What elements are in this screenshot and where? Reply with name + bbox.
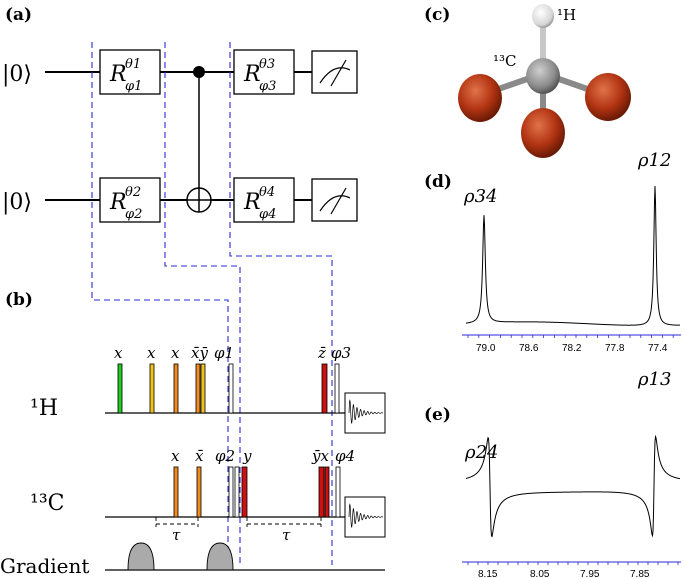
fid-box-c bbox=[344, 496, 386, 538]
svg-text:R: R bbox=[243, 190, 261, 215]
svg-text:φ1: φ1 bbox=[125, 79, 142, 94]
bromine-atom-bottom bbox=[521, 108, 565, 158]
h-pulses bbox=[117, 363, 340, 414]
fid-box-h bbox=[344, 392, 386, 434]
tick-e-3: 7.85 bbox=[630, 569, 650, 578]
tick-labels-e: 8.15 8.05 7.95 7.85 bbox=[478, 569, 650, 578]
h-pulse-labels: x x x x̄ȳ φ1 z̄ φ3 bbox=[114, 344, 351, 362]
c-pulses bbox=[173, 466, 341, 518]
svg-text:φ1: φ1 bbox=[214, 344, 234, 362]
svg-text:φ4: φ4 bbox=[259, 207, 276, 222]
svg-text:φ3: φ3 bbox=[331, 344, 351, 362]
svg-text:x: x bbox=[147, 344, 156, 362]
tick-e-1: 8.05 bbox=[530, 569, 550, 578]
svg-text:φ4: φ4 bbox=[335, 447, 355, 465]
tau-label-2: τ bbox=[282, 526, 291, 544]
measurement-2 bbox=[311, 178, 358, 222]
spectrum-d bbox=[462, 185, 681, 338]
h-pulse-yellow-2 bbox=[200, 363, 206, 414]
tick-d-0: 79.0 bbox=[476, 343, 496, 354]
tick-d-3: 77.8 bbox=[605, 343, 625, 354]
c-pulse-orange bbox=[173, 466, 179, 518]
svg-text:R: R bbox=[109, 62, 127, 87]
svg-text:θ4: θ4 bbox=[259, 185, 275, 200]
ket-2: |0⟩ bbox=[2, 190, 32, 215]
c-atom-label: ¹³C bbox=[493, 52, 517, 70]
peak-label-d-left: ρ34 bbox=[463, 186, 498, 207]
c-pulse-red-2 bbox=[318, 466, 325, 518]
h-channel-label: ¹H bbox=[30, 396, 58, 421]
spectrum-e bbox=[462, 434, 681, 565]
c-pulse-labels: x x̄ φ2 y ȳx φ4 bbox=[171, 447, 355, 465]
panel-label-c: (c) bbox=[424, 5, 450, 25]
panel-label-d: (d) bbox=[424, 172, 452, 192]
tick-d-4: 77.4 bbox=[648, 343, 668, 354]
rotation-gate-4: R θ4 φ4 bbox=[233, 177, 295, 223]
h-pulse-phase-1 bbox=[228, 363, 234, 414]
svg-text:φ3: φ3 bbox=[259, 79, 276, 94]
gradient-pulse-2 bbox=[206, 542, 234, 571]
tick-d-1: 78.6 bbox=[519, 343, 539, 354]
bromine-atom-right bbox=[585, 73, 631, 121]
tick-e-0: 8.15 bbox=[478, 569, 498, 578]
cnot-gate bbox=[186, 66, 212, 213]
c-pulse-red bbox=[241, 466, 248, 518]
ket-1: |0⟩ bbox=[2, 62, 32, 87]
control-dot bbox=[193, 66, 205, 78]
h-pulse-orange bbox=[173, 363, 179, 414]
c-pulse-phase-2b bbox=[234, 466, 240, 518]
c-pulse-orange-2 bbox=[196, 466, 202, 518]
c-pulse-phase-2 bbox=[228, 466, 234, 518]
tick-labels-d: 79.0 78.6 78.2 77.8 77.4 bbox=[476, 343, 668, 354]
svg-text:θ2: θ2 bbox=[125, 185, 141, 200]
svg-text:R: R bbox=[109, 190, 127, 215]
peak-label-e-right: ρ13 bbox=[637, 369, 672, 390]
rotation-gate-2: R θ2 φ2 bbox=[99, 177, 161, 223]
svg-text:y: y bbox=[242, 447, 252, 465]
svg-text:R: R bbox=[243, 62, 261, 87]
tau-delay-2 bbox=[246, 517, 322, 527]
svg-text:θ3: θ3 bbox=[259, 57, 275, 72]
bromine-atom-left bbox=[458, 74, 502, 122]
hydrogen-atom bbox=[532, 4, 554, 28]
dashed-connectors bbox=[91, 42, 333, 565]
measurement-1 bbox=[311, 50, 358, 94]
svg-text:x̄ȳ: x̄ȳ bbox=[191, 344, 208, 362]
svg-text:θ1: θ1 bbox=[125, 57, 141, 72]
panel-label-a: (a) bbox=[5, 5, 32, 25]
molecule bbox=[458, 4, 631, 158]
peak-label-e-left: ρ24 bbox=[464, 442, 499, 463]
h-atom-label: ¹H bbox=[557, 6, 576, 24]
gradient-pulse-1 bbox=[127, 542, 155, 571]
tick-e-2: 7.95 bbox=[580, 569, 600, 578]
peak-label-d-right: ρ12 bbox=[637, 150, 672, 171]
svg-text:z̄: z̄ bbox=[317, 344, 326, 362]
c-pulse-phase-4 bbox=[335, 466, 341, 518]
svg-text:x: x bbox=[171, 447, 180, 465]
svg-text:φ2: φ2 bbox=[125, 207, 142, 222]
c-channel-label: ¹³C bbox=[30, 491, 64, 516]
h-pulse-red bbox=[321, 363, 328, 414]
rotation-gate-1: R θ1 φ1 bbox=[99, 49, 161, 95]
circuit: |0⟩ |0⟩ R θ1 φ1 R θ2 φ2 R θ3 bbox=[2, 49, 358, 223]
svg-text:ȳx: ȳx bbox=[311, 447, 329, 465]
h-pulse-phase-3 bbox=[334, 363, 340, 414]
h-pulse-yellow bbox=[149, 363, 155, 414]
panel-label-e: (e) bbox=[424, 405, 451, 425]
h-pulse-orange-2 bbox=[195, 363, 201, 414]
rotation-gate-3: R θ3 φ3 bbox=[233, 49, 295, 95]
carbon-atom bbox=[526, 58, 560, 94]
gradient-label: Gradient bbox=[0, 554, 89, 578]
tick-d-2: 78.2 bbox=[562, 343, 582, 354]
svg-text:x: x bbox=[171, 344, 180, 362]
panel-label-b: (b) bbox=[5, 290, 33, 310]
tau-delay-1 bbox=[155, 517, 199, 527]
svg-text:x: x bbox=[114, 344, 123, 362]
tau-label-1: τ bbox=[172, 526, 181, 544]
svg-text:φ2: φ2 bbox=[215, 447, 235, 465]
svg-text:x̄: x̄ bbox=[195, 447, 204, 465]
c-pulse-red-3 bbox=[324, 466, 330, 518]
h-pulse-green bbox=[117, 363, 123, 414]
